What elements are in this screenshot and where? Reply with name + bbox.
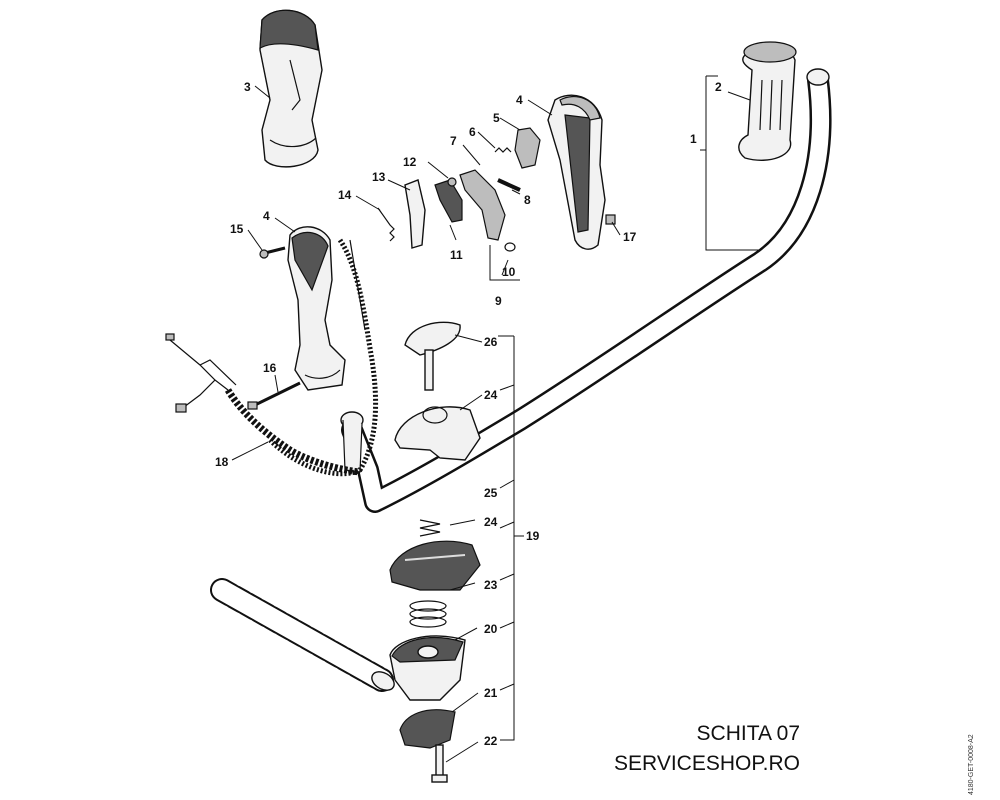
label-part-19: 19 [526, 529, 540, 543]
label-part-24-bottom: 24 [484, 515, 498, 529]
handlebar-tube [340, 68, 832, 513]
wiring-harness [165, 333, 361, 476]
label-part-15: 15 [230, 222, 244, 236]
label-part-11: 11 [450, 248, 463, 262]
clamp-body-20 [389, 635, 466, 701]
clamp-cap-24 [394, 406, 481, 461]
label-part-4-left: 4 [263, 209, 270, 223]
handle-housing-left [287, 226, 346, 391]
leader-lines [231, 75, 760, 763]
label-part-22: 22 [484, 734, 498, 748]
clamp-base-21 [399, 709, 456, 749]
label-part-12: 12 [403, 155, 417, 169]
label-part-20: 20 [484, 622, 498, 636]
spring-23 [409, 600, 447, 628]
ring-10 [504, 242, 516, 252]
label-part-2: 2 [715, 80, 722, 94]
label-part-13: 13 [372, 170, 386, 184]
label-part-9: 9 [495, 294, 502, 308]
pin [497, 178, 521, 192]
label-part-26: 26 [484, 335, 498, 349]
screw-15 [259, 246, 286, 259]
label-part-21: 21 [484, 686, 498, 700]
label-part-18: 18 [215, 455, 229, 469]
label-part-6: 6 [469, 125, 476, 139]
spring-small-12 [447, 177, 457, 187]
label-part-24-top: 24 [484, 388, 498, 402]
throttle-cable [268, 238, 379, 477]
label-part-14: 14 [338, 188, 352, 202]
handle-housing-right [547, 94, 606, 250]
nut-17 [605, 214, 616, 225]
torsion-spring [377, 207, 395, 242]
handle-housing-top [259, 9, 323, 168]
label-part-23: 23 [484, 578, 498, 592]
label-part-17: 17 [623, 230, 637, 244]
drive-tube [210, 578, 395, 692]
spring-small [494, 147, 512, 153]
shop-name: SERVICESHOP.RO [614, 752, 800, 775]
wing-screw-26 [404, 321, 461, 391]
label-part-7: 7 [450, 134, 457, 148]
screw-16 [247, 381, 301, 410]
clamp-lower-24 [389, 540, 481, 591]
label-part-8: 8 [524, 193, 531, 207]
part-labels: 1 2 3 4 5 6 7 8 9 10 11 12 13 14 15 4 17… [215, 80, 722, 748]
label-part-1: 1 [690, 132, 697, 146]
label-part-5: 5 [493, 111, 500, 125]
lever-lock [434, 179, 463, 223]
label-part-25: 25 [484, 486, 498, 500]
label-part-3: 3 [244, 80, 251, 94]
label-part-16: 16 [263, 361, 277, 375]
diagram-title: SCHITA 07 [696, 722, 800, 745]
label-part-4-right: 4 [516, 93, 523, 107]
throttle-trigger [514, 127, 541, 169]
screw-22 [431, 744, 448, 783]
slide-part [404, 179, 426, 249]
label-part-10: 10 [502, 265, 516, 279]
spring-25 [419, 519, 441, 537]
document-reference: 4180-GET-0008-A2 [968, 734, 975, 795]
grip-sleeve [738, 41, 797, 161]
lever-part [459, 169, 506, 241]
